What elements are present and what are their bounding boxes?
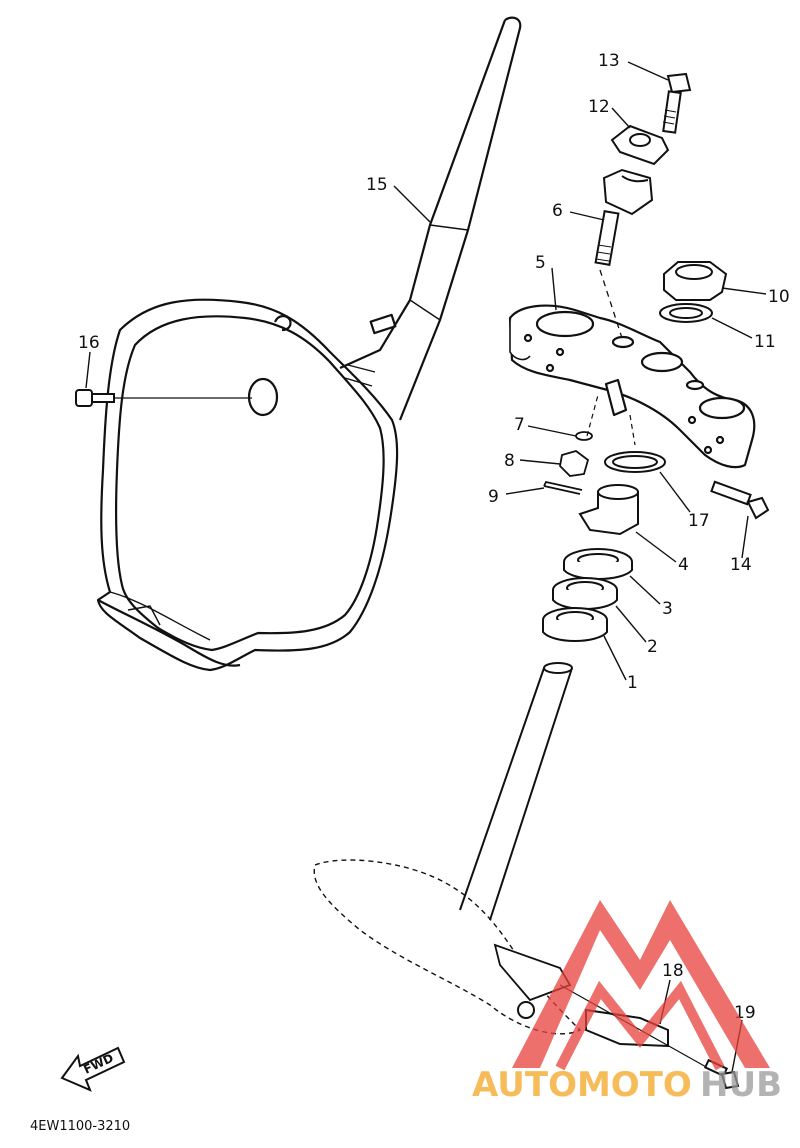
headlight-stay-bar	[339, 16, 522, 421]
bolt-14	[710, 480, 770, 520]
watermark-text-1: AUTOMOTO	[472, 1065, 692, 1105]
fwd-arrow-icon: FWD	[60, 1046, 126, 1092]
callout-16: 16	[78, 333, 100, 353]
callout-17: 17	[688, 511, 710, 531]
washer-11	[659, 303, 713, 323]
automotohub-logo: AUTOMOTO HUB	[472, 900, 782, 1105]
callout-3: 3	[662, 599, 673, 619]
cotter-pin-9	[543, 480, 583, 495]
bolt-13	[662, 72, 692, 134]
small-parts	[543, 394, 636, 495]
callout-5: 5	[535, 253, 546, 273]
nut-8	[559, 450, 590, 477]
bearing-2	[552, 577, 618, 610]
bearing-stack	[542, 548, 633, 642]
diagram-code: 4EW1100-3210	[30, 1119, 130, 1134]
upper-bracket	[508, 304, 756, 469]
callout-15: 15	[366, 175, 388, 195]
handlebar-holder-6	[594, 168, 654, 339]
steering-nut-10	[663, 261, 728, 301]
callout-12: 12	[588, 97, 610, 117]
callout-labels: 1 2 3 4 5 6 7 8 9 10 11 12 13 14 15 16 1…	[78, 51, 790, 1023]
callout-4: 4	[678, 555, 689, 575]
callout-7: 7	[514, 415, 525, 435]
callout-9: 9	[488, 487, 499, 507]
bearing-1	[542, 607, 608, 642]
ring-nut-4	[578, 484, 639, 536]
watermark-text-2: HUB	[700, 1065, 782, 1105]
callout-18: 18	[662, 961, 684, 981]
callout-14: 14	[730, 555, 752, 575]
callout-6: 6	[552, 201, 563, 221]
steering-stem	[313, 662, 582, 1035]
callout-2: 2	[647, 637, 658, 657]
callout-8: 8	[504, 451, 515, 471]
callout-11: 11	[754, 332, 776, 352]
washer-7	[575, 431, 593, 441]
number-plate	[96, 298, 399, 672]
bearing-cover-3	[563, 548, 633, 580]
callout-1: 1	[627, 673, 638, 693]
handlebar-cap-12	[610, 124, 670, 166]
callout-10: 10	[768, 287, 790, 307]
bolt-16	[75, 389, 252, 407]
ring-17	[604, 451, 666, 473]
callout-13: 13	[598, 51, 620, 71]
